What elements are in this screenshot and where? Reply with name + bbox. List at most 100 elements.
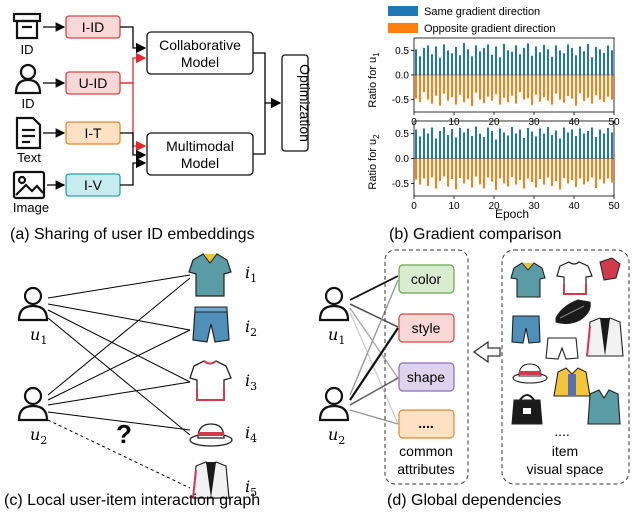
bottom-chart-bar-same-4: [431, 127, 433, 159]
bottom-chart-bar-opposite-31: [539, 158, 541, 179]
bottom-chart-bar-opposite-49: [611, 158, 613, 183]
top-chart-bar-opposite-42: [583, 75, 585, 102]
top-chart-bar-opposite-4: [431, 75, 433, 104]
bottom-chart-bar-same-1: [419, 136, 421, 159]
top-chart-bar-same-42: [583, 51, 585, 75]
image-icon-label: Image: [13, 200, 49, 215]
top-chart-bar-opposite-29: [531, 75, 533, 106]
top-chart-bar-opposite-0: [415, 75, 417, 99]
user-id-icon-label: ID: [22, 96, 35, 111]
jacket-icon: [192, 461, 230, 499]
top-chart-ytick-label: 0.5: [395, 46, 409, 57]
vs-vest-icon: [587, 389, 621, 425]
vs-jacket-icon: [586, 317, 624, 357]
bottom-chart-bar-opposite-43: [587, 158, 589, 182]
legend-swatch-same: [388, 6, 418, 16]
bottom-chart-bar-same-43: [587, 131, 589, 159]
bottom-chart-bar-opposite-34: [551, 158, 553, 186]
bottom-chart-bar-opposite-3: [427, 158, 429, 186]
top-chart-bar-same-49: [611, 50, 613, 75]
bottom-chart-bar-opposite-22: [503, 158, 505, 184]
bottom-chart-bar-same-5: [435, 138, 437, 159]
top-chart-bar-same-34: [551, 56, 553, 75]
bottom-chart-bar-opposite-45: [595, 158, 597, 188]
bottom-chart-bar-opposite-16: [479, 158, 481, 185]
attribute-edges: [349, 275, 399, 425]
bottom-chart-bar-same-12: [463, 132, 465, 159]
bottom-chart-bar-same-9: [451, 129, 453, 159]
it-box: I-T: [65, 121, 121, 145]
bottom-chart-bar-opposite-5: [435, 158, 437, 189]
multi-line2: Model: [181, 155, 219, 171]
visual-space-container: [501, 249, 630, 485]
vs-ellipsis: ....: [554, 423, 570, 439]
item-i3-label: i3: [245, 371, 257, 393]
top-chart-bar-opposite-7: [443, 75, 445, 94]
top-chart-bar-same-30: [535, 46, 537, 75]
model-merge-line: [253, 52, 266, 155]
top-chart-bar-same-38: [567, 44, 569, 75]
top-chart-bar-same-44: [591, 57, 593, 75]
attr-caption-2: attributes: [397, 461, 455, 477]
bottom-chart-bar-same-20: [495, 139, 497, 159]
bottom-chart-bar-opposite-2: [423, 158, 425, 179]
bottom-chart-xtick-label: 20: [488, 201, 500, 212]
top-chart-bar-opposite-15: [475, 75, 477, 93]
user-d-u1-label: u1: [328, 325, 345, 347]
vs-cardigan-icon: [553, 367, 591, 397]
top-chart-bar-opposite-38: [567, 75, 569, 97]
bottom-chart-bar-opposite-24: [511, 158, 513, 177]
top-chart-bar-same-39: [571, 47, 573, 75]
top-chart-bar-opposite-17: [483, 75, 485, 104]
bottom-chart-bar-same-48: [607, 128, 609, 159]
top-chart-bar-opposite-35: [555, 75, 557, 94]
top-chart-xtick-label: 20: [488, 117, 500, 128]
top-chart-bar-same-23: [507, 50, 509, 75]
vs-tshirt-icon: [556, 261, 593, 295]
top-chart-bar-opposite-33: [547, 75, 549, 101]
bottom-chart-bar-same-23: [507, 135, 509, 159]
top-chart-bar-opposite-23: [507, 75, 509, 103]
bottom-chart-bar-same-13: [467, 128, 469, 159]
bottom-chart-bar-opposite-36: [559, 158, 561, 190]
top-chart-bar-same-45: [595, 46, 597, 75]
bottom-chart-bar-same-3: [427, 133, 429, 159]
attr-more-label: ....: [418, 415, 434, 431]
bottom-chart-bar-same-25: [515, 133, 517, 159]
top-chart-bar-opposite-19: [491, 75, 493, 101]
top-chart-bar-opposite-43: [587, 75, 589, 98]
uid-label: U-ID: [79, 75, 108, 91]
top-chart-bar-opposite-18: [487, 75, 489, 97]
top-chart-bar-same-2: [423, 47, 425, 75]
bottom-chart-bar-same-19: [491, 131, 493, 159]
top-chart-bar-same-33: [547, 49, 549, 75]
top-chart-bar-same-27: [523, 47, 525, 75]
bottom-chart-bar-opposite-30: [535, 158, 537, 188]
bottom-chart-bar-same-30: [535, 136, 537, 159]
top-chart-bar-opposite-14: [471, 75, 473, 107]
top-chart-bar-same-25: [515, 45, 517, 75]
interaction-edges: [47, 274, 191, 489]
top-chart-bar-same-20: [495, 46, 497, 75]
bottom-chart-bar-same-29: [531, 131, 533, 159]
top-chart-bar-opposite-44: [591, 75, 593, 104]
legend-swatch-opposite: [388, 23, 418, 33]
ylabel-bottom: Ratio for u2: [367, 134, 381, 190]
user-icon: [14, 63, 42, 95]
iid-box: I-ID: [65, 15, 121, 39]
top-chart-bar-same-11: [459, 55, 461, 75]
top-chart-bar-same-18: [487, 44, 489, 75]
top-chart-bar-same-36: [559, 50, 561, 75]
bottom-chart-bar-same-34: [551, 135, 553, 159]
bottom-chart-bar-opposite-47: [603, 158, 605, 184]
top-chart-bar-same-5: [435, 46, 437, 75]
bottom-chart-bar-same-2: [423, 128, 425, 159]
bottom-chart-bar-same-35: [555, 130, 557, 159]
top-chart-bar-same-12: [463, 42, 465, 75]
bottom-chart-xtick-label: 0: [411, 201, 417, 212]
top-chart-bar-same-37: [563, 53, 565, 75]
id-icon-label: ID: [21, 42, 34, 57]
it-label: I-T: [84, 125, 102, 141]
